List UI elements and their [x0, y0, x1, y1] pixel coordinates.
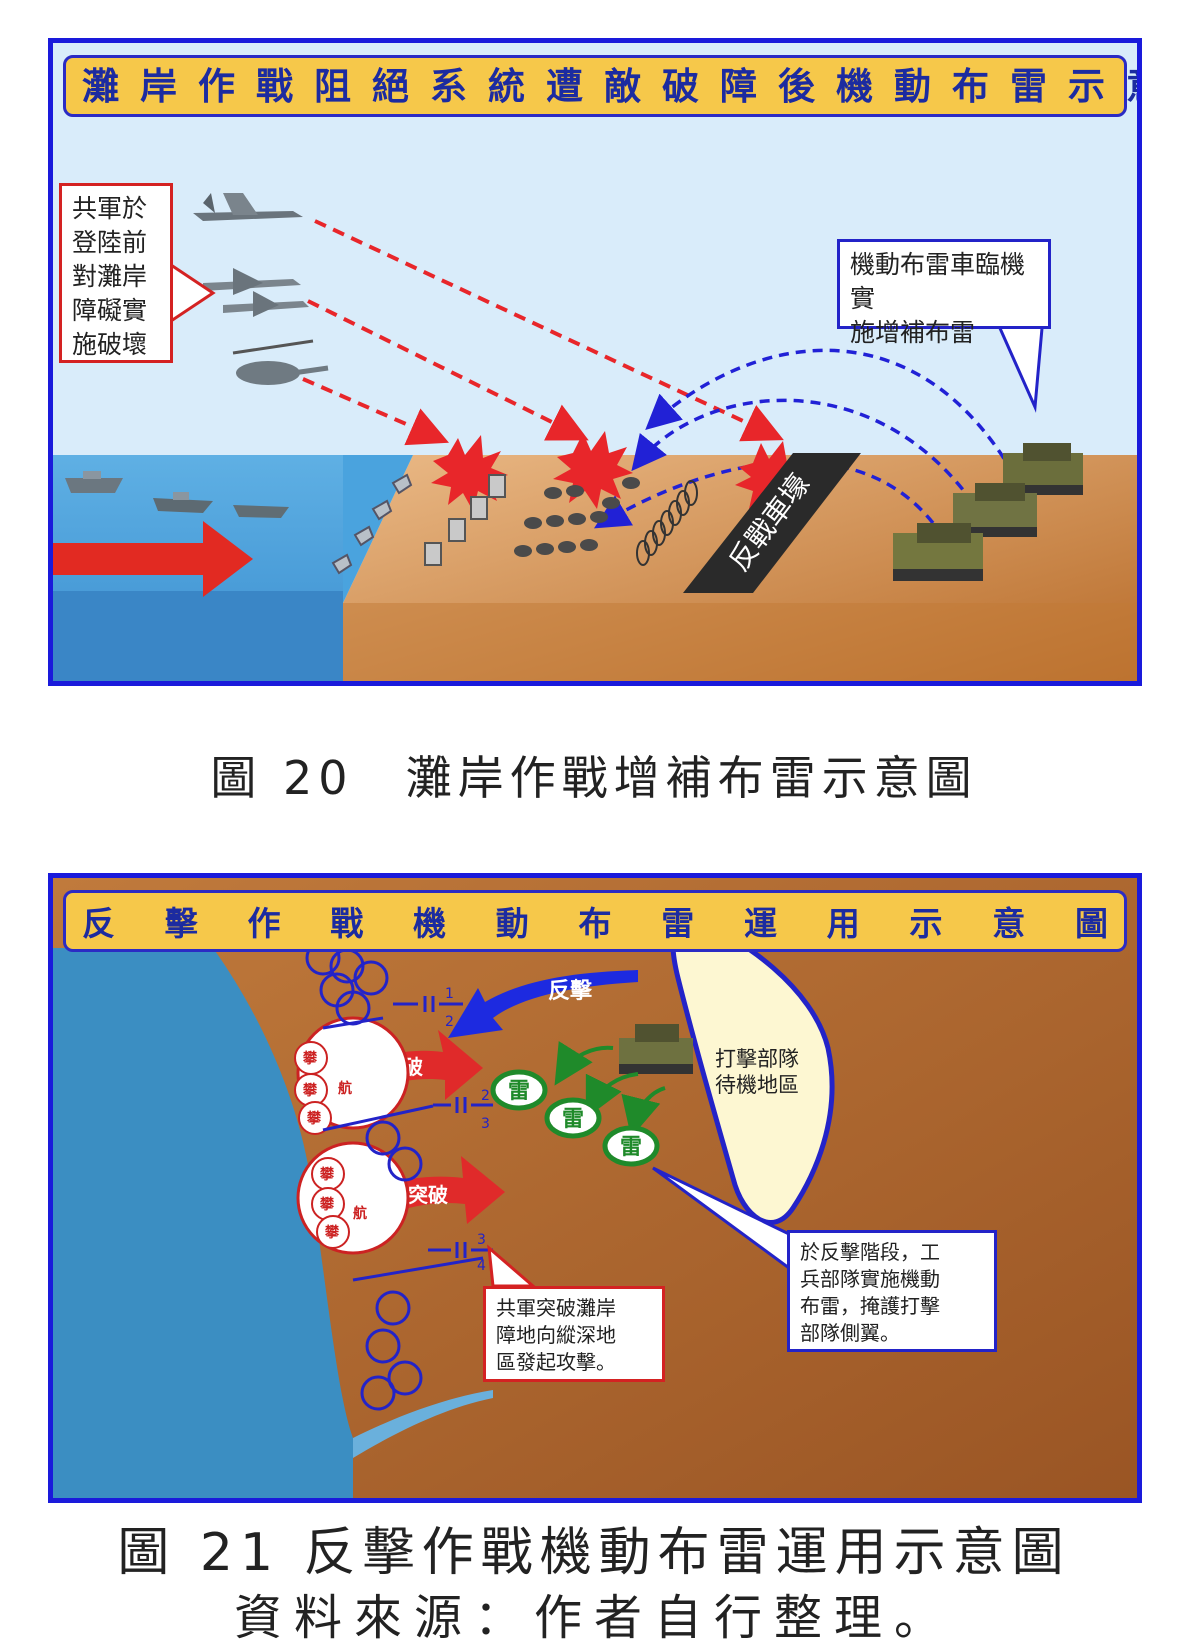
beach-obstacles — [424, 474, 506, 566]
concertina-wire — [636, 480, 698, 566]
figure-20-banner-title: 灘岸作戰阻絕系統遭敵破障後機動布雷示意圖 — [82, 64, 1142, 108]
svg-text:雷: 雷 — [562, 1107, 584, 1132]
svg-text:雷: 雷 — [508, 1079, 530, 1104]
svg-text:攀: 攀 — [325, 1224, 340, 1241]
counterattack-arrow — [448, 970, 638, 1038]
figure-20-caption: 圖 20 灘岸作戰增補布雷示意圖 — [210, 751, 978, 805]
svg-text:航: 航 — [353, 1205, 367, 1222]
figure-21-counterattack-diagram: 反擊 突破 突破 攀 攀 攀 攀 攀 攀 航 航 — [48, 873, 1142, 1503]
svg-text:3: 3 — [477, 1232, 486, 1248]
svg-text:1: 1 — [445, 986, 454, 1002]
svg-text:攀: 攀 — [307, 1110, 322, 1127]
figure-20-canvas: 反戰車壕 — [53, 43, 1137, 681]
svg-text:4: 4 — [477, 1258, 486, 1274]
landing-direction-arrow — [53, 521, 253, 597]
attack-path-bomber — [314, 219, 784, 442]
fighter-jets-icon — [203, 268, 309, 317]
svg-text:突破: 突破 — [408, 1183, 448, 1207]
attack-path-helicopter — [302, 377, 449, 446]
bomber-aircraft-icon — [193, 193, 303, 221]
minelaying-path-2 — [631, 398, 975, 505]
svg-text:雷: 雷 — [620, 1135, 642, 1160]
czech-hedgehogs — [331, 473, 413, 575]
minelayer-vehicle-icon — [619, 1024, 693, 1074]
svg-text:2: 2 — [481, 1088, 490, 1104]
svg-text:航: 航 — [338, 1080, 352, 1097]
svg-text:攀: 攀 — [303, 1050, 318, 1067]
enemy-landing-units — [294, 1016, 410, 1255]
anti-tank-trench — [683, 453, 861, 593]
mine-marker-icon — [490, 1069, 660, 1167]
mine-laying-vehicles-icon — [893, 443, 1083, 581]
svg-text:攀: 攀 — [320, 1166, 335, 1183]
landing-craft-icon — [65, 471, 289, 518]
svg-text:待機地區: 待機地區 — [715, 1073, 799, 1097]
svg-text:3: 3 — [481, 1116, 490, 1132]
helicopter-icon — [232, 339, 329, 385]
figure-21-caption: 圖 21 反擊作戰機動布雷運用示意圖 — [117, 1523, 1071, 1583]
svg-text:2: 2 — [445, 1014, 454, 1030]
figure-20-banner: 灘岸作戰阻絕系統遭敵破障後機動布雷示意圖 — [63, 55, 1142, 117]
enemy-breakthrough-callout: 共軍突破灘岸 障地向縱深地 區發起攻擊。 — [483, 1286, 665, 1382]
sea — [53, 948, 353, 1498]
figure-20-beach-mine-diagram: 反戰車壕 灘岸作戰阻絕系統遭敵破障後機動布雷示意圖 共軍於 登陸前 對灘岸 — [48, 38, 1142, 686]
enemy-preattack-callout: 共軍於 登陸前 對灘岸 障礙實 施破壞 — [59, 183, 173, 363]
figure-21-banner: 反擊 作戰 機動 布雷 運用 示意 圖 — [63, 890, 1127, 952]
attack-path-fighters — [307, 299, 589, 441]
beach-obstacle-wire — [305, 940, 493, 1411]
minelaying-path-1 — [645, 348, 1015, 474]
strike-force-standby-area — [670, 915, 835, 1225]
minefield — [514, 477, 640, 557]
svg-text:打擊部隊: 打擊部隊 — [715, 1047, 799, 1071]
svg-text:攀: 攀 — [303, 1082, 318, 1099]
figure-21-canvas: 反擊 突破 突破 攀 攀 攀 攀 攀 攀 航 航 — [53, 878, 1137, 1498]
figure-21-source: 資料來源：作者自行整理。 — [233, 1590, 954, 1646]
minelayer-callout: 機動布雷車臨機實 施增補布雷 — [837, 239, 1051, 347]
figure-21-banner-title: 反擊 作戰 機動 布雷 運用 示意 圖 — [82, 904, 1108, 943]
svg-text:反擊: 反擊 — [548, 978, 593, 1004]
engineer-minelaying-callout: 於反擊階段，工 兵部隊實施機動 布雷，掩護打擊 部隊側翼。 — [787, 1230, 997, 1352]
svg-text:攀: 攀 — [320, 1196, 335, 1213]
